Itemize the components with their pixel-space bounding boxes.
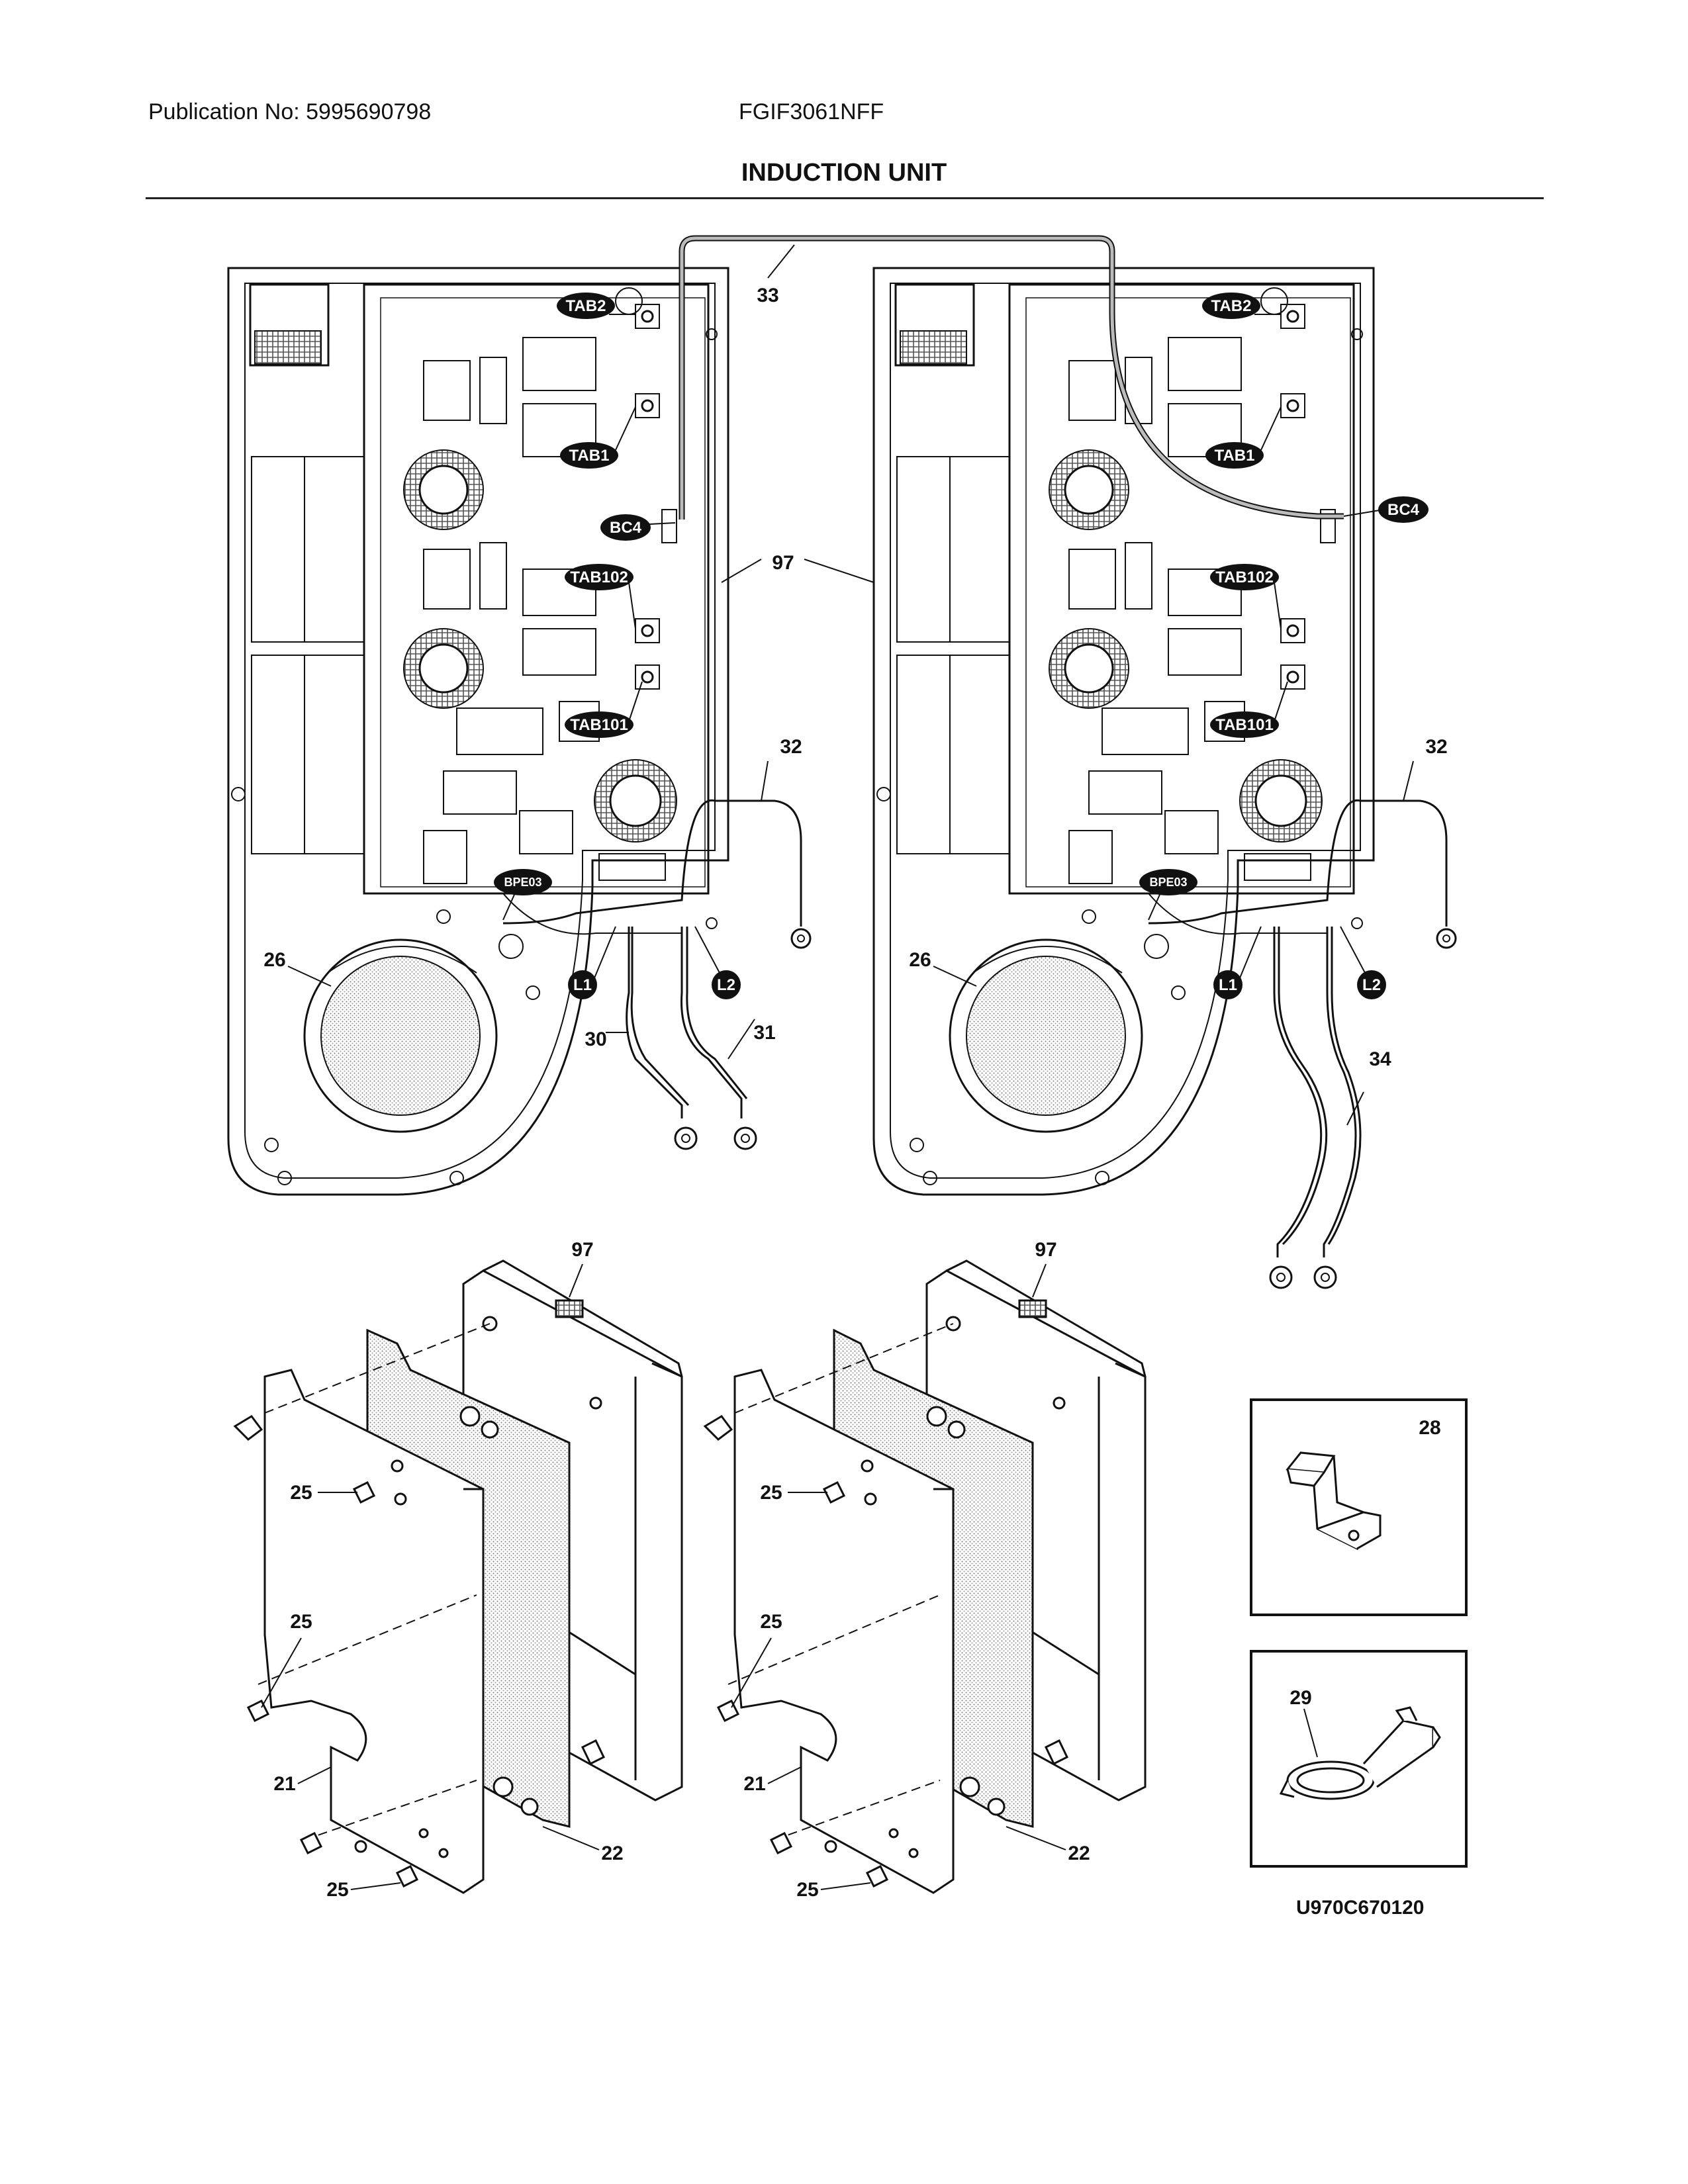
callout-25-a-right: 25 [760,1482,782,1504]
svg-text:BC4: BC4 [610,519,642,537]
callout-25-c-left: 25 [326,1879,348,1901]
figure-code: U970C670120 [1296,1897,1425,1919]
svg-text:BPE03: BPE03 [504,876,541,889]
svg-text:TAB1: TAB1 [1215,447,1255,465]
callout-32-right: 32 [1425,736,1447,758]
callout-21-right: 21 [743,1773,765,1795]
callout-25-c-right: 25 [796,1879,818,1901]
tag-l2-right: L2 [1357,970,1386,999]
svg-text:TAB1: TAB1 [569,447,610,465]
tag-tab1-left: TAB1 [560,442,618,469]
svg-text:TAB102: TAB102 [570,569,628,586]
inset-box-28 [1250,1398,1468,1616]
tag-l2-left: L2 [712,970,741,999]
svg-text:TAB2: TAB2 [1211,297,1252,315]
callout-97-lower-left: 97 [571,1239,593,1261]
svg-text:L2: L2 [717,976,735,994]
svg-text:BC4: BC4 [1387,501,1420,519]
callout-22-right: 22 [1068,1843,1090,1864]
svg-text:TAB102: TAB102 [1215,569,1274,586]
callout-25-a-left: 25 [290,1482,312,1504]
callout-26-right: 26 [909,949,931,971]
callout-28: 28 [1419,1417,1440,1439]
tag-tab101-left: TAB101 [565,711,633,738]
tag-tab102-left: TAB102 [565,564,633,590]
svg-text:TAB2: TAB2 [566,297,606,315]
tag-l1-right: L1 [1213,970,1243,999]
tag-tab1-right: TAB1 [1205,442,1264,469]
tag-tab101-right: TAB101 [1210,711,1279,738]
assembly-exploded-left [233,1259,683,1894]
page-title: INDUCTION UNIT [741,159,947,187]
svg-text:L1: L1 [1219,976,1237,994]
svg-text:TAB101: TAB101 [570,716,628,734]
assembly-exploded-right [703,1259,1147,1894]
svg-text:L1: L1 [573,976,592,994]
tag-tab2-right: TAB2 [1202,293,1260,319]
title-rule [146,197,1544,199]
callout-32-left: 32 [780,736,802,758]
callout-21-left: 21 [273,1773,295,1795]
publication-number: Publication No: 5995690798 [148,99,432,124]
callout-22-left: 22 [601,1843,623,1864]
svg-text:L2: L2 [1362,976,1381,994]
callout-97-upper: 97 [772,552,794,574]
callout-31: 31 [753,1022,775,1044]
callout-25-b-right: 25 [760,1611,782,1633]
model-number: FGIF3061NFF [739,99,884,124]
callout-33: 33 [757,285,778,306]
tag-bpe03-right: BPE03 [1139,869,1197,895]
callout-29: 29 [1289,1687,1311,1709]
callout-26-left: 26 [263,949,285,971]
callout-30: 30 [585,1028,606,1050]
callout-34: 34 [1369,1048,1391,1070]
induction-unit-right [872,267,1375,1196]
tag-bc4-right: BC4 [1378,496,1429,523]
tag-bpe03-left: BPE03 [494,869,552,895]
inset-box-29 [1250,1650,1468,1868]
induction-unit-left [227,267,729,1196]
callout-25-b-left: 25 [290,1611,312,1633]
callout-97-lower-right: 97 [1035,1239,1056,1261]
svg-text:BPE03: BPE03 [1149,876,1187,889]
tag-bc4-left: BC4 [600,514,651,541]
tag-tab2-left: TAB2 [557,293,615,319]
svg-text:TAB101: TAB101 [1215,716,1274,734]
tag-l1-left: L1 [568,970,597,999]
tag-tab102-right: TAB102 [1210,564,1279,590]
